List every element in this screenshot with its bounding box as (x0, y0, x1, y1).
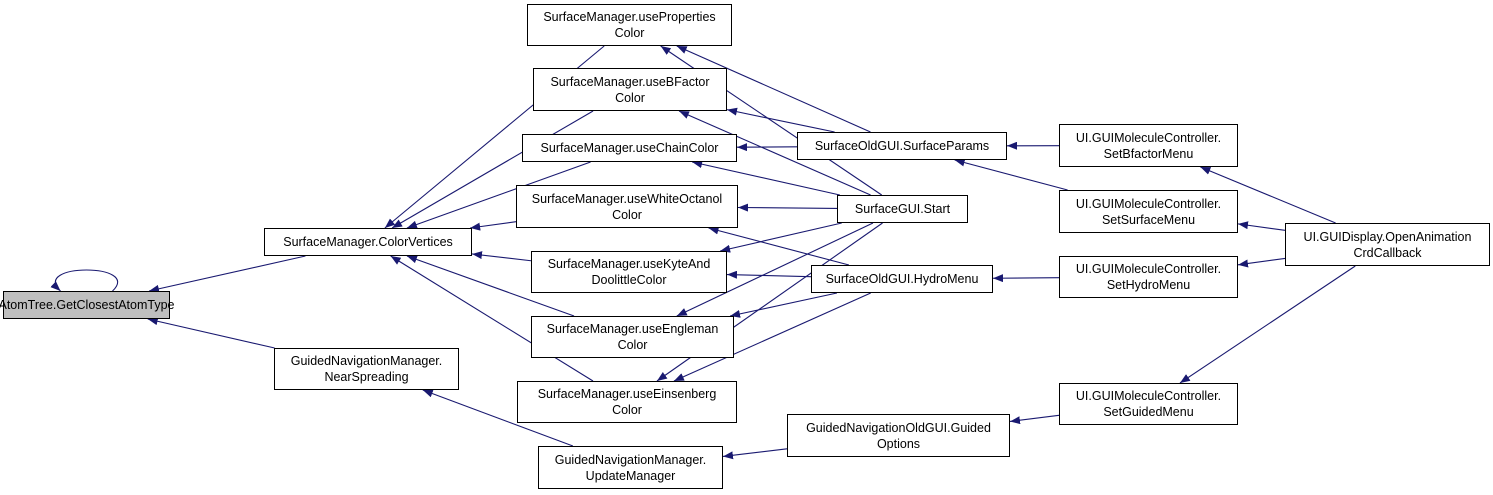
node-label: Options (876, 436, 921, 451)
node-surfacemanager-colorvertices[interactable]: SurfaceManager.ColorVertices (264, 228, 472, 256)
node-surfacemanager-usekyteanddoolittlecolor[interactable]: SurfaceManager.useKyteAnd DoolittleColor (531, 251, 727, 293)
node-label: SurfaceOldGUI.SurfaceParams (814, 139, 990, 153)
node-surfacemanager-usebfactorcolor[interactable]: SurfaceManager.useBFactor Color (533, 68, 727, 111)
node-label: CrdCallback (1353, 245, 1422, 260)
node-label: SurfaceManager.useKyteAnd (547, 257, 711, 271)
node-guimoleculecontroller-setbfactormenu[interactable]: UI.GUIMoleculeController. SetBfactorMenu (1059, 124, 1238, 167)
edge-hydromenu-to-usewhite (708, 226, 850, 266)
edge-openanim-to-sethydro (1237, 257, 1286, 268)
node-surfacegui-start[interactable]: SurfaceGUI.Start (837, 195, 968, 223)
edge-usewhite-to-colorvertices (470, 221, 517, 231)
edge-openanim-to-setsurface (1237, 221, 1286, 231)
edge-usechain-to-colorvertices (406, 161, 591, 229)
node-guimoleculecontroller-setsurfacemenu[interactable]: UI.GUIMoleculeController. SetSurfaceMenu (1059, 190, 1238, 233)
node-surfacemanager-useeinsenbergcolor[interactable]: SurfaceManager.useEinsenberg Color (517, 381, 737, 423)
node-label: SetHydroMenu (1106, 278, 1191, 292)
node-label: Color (612, 207, 642, 222)
node-surfacemanager-useenglemancolor[interactable]: SurfaceManager.useEngleman Color (531, 316, 734, 358)
node-guimoleculecontroller-sethydromenu[interactable]: UI.GUIMoleculeController. SetHydroMenu (1059, 256, 1238, 298)
node-label: Color (617, 338, 648, 352)
edge-useengleman-to-colorvertices (406, 255, 575, 317)
node-label: UI.GUIMoleculeController. (1075, 262, 1222, 276)
edge-hydromenu-to-useeisenberg (673, 292, 871, 382)
node-label: GuidedNavigationManager. (290, 354, 443, 368)
node-label: SurfaceManager.ColorVertices (283, 235, 453, 249)
edge-sethydro-to-hydromenu (992, 274, 1060, 283)
edge-usebfactor-to-colorvertices (391, 110, 594, 229)
node-guidednavigationmanager-updatemanager[interactable]: GuidedNavigationManager. UpdateManager (538, 446, 723, 489)
node-guidednavigationmanager-nearspreading[interactable]: GuidedNavigationManager. NearSpreading (274, 348, 459, 390)
node-label: AtomTree.GetClosestAtomType (0, 298, 175, 312)
edge-surfaceparams-to-useprops (676, 45, 871, 133)
node-surfacemanager-usepropertiescolor[interactable]: SurfaceManager.useProperties Color (527, 4, 732, 46)
node-surfaceoldgui-surfaceparams[interactable]: SurfaceOldGUI.SurfaceParams (797, 132, 1007, 160)
node-label: SetSurfaceMenu (1101, 212, 1196, 227)
node-label: GuidedNavigationManager. (554, 452, 707, 467)
edge-surfacestart-to-usebfactor (678, 110, 871, 196)
node-label: SurfaceManager.useEinsenberg (537, 387, 717, 401)
node-guidisplay-openanimationcrdcallback[interactable]: UI.GUIDisplay.OpenAnimation CrdCallback (1285, 223, 1490, 266)
edge-usekyte-to-colorvertices (471, 251, 532, 262)
edge-surfacestart-to-useengleman (676, 222, 874, 317)
edge-setguided-to-guidedoptions (1009, 414, 1060, 425)
node-label: SurfaceManager.useProperties (543, 10, 716, 24)
edge-openanim-to-setbfactor (1200, 166, 1336, 224)
edge-updatemanager-to-nearspreading (422, 389, 574, 447)
node-guidednavigationoldgui-guidedoptions[interactable]: GuidedNavigationOldGUI.Guided Options (787, 414, 1010, 457)
node-label: SurfaceManager.useWhiteOctanol (531, 191, 723, 206)
node-label: UI.GUIMoleculeController. (1075, 130, 1222, 145)
edge-surfaceparams-to-usebfactor (726, 107, 835, 133)
edge-surfacestart-to-usewhite (737, 203, 838, 212)
node-label: DoolittleColor (591, 273, 667, 287)
edge-atomtree-to-atomtree (50, 269, 119, 292)
edge-colorvertices-to-atomtree (148, 255, 306, 293)
node-label: Color (615, 90, 645, 105)
node-guimoleculecontroller-setguidedmenu[interactable]: UI.GUIMoleculeController. SetGuidedMenu (1059, 383, 1238, 425)
node-surfaceoldgui-hydromenu[interactable]: SurfaceOldGUI.HydroMenu (811, 265, 993, 293)
node-label: SurfaceOldGUI.HydroMenu (825, 272, 979, 286)
node-label: UpdateManager (585, 468, 676, 483)
node-label: Color (612, 403, 642, 417)
node-label: SurfaceGUI.Start (854, 202, 951, 216)
edge-surfacestart-to-usekyte (720, 222, 842, 253)
edge-hydromenu-to-useengleman (729, 292, 838, 318)
node-label: SurfaceManager.useBFactor (550, 74, 710, 89)
edge-nearspreading-to-atomtree (147, 317, 275, 349)
edge-setsurface-to-surfaceparams (954, 158, 1068, 191)
node-label: UI.GUIMoleculeController. (1075, 389, 1222, 403)
edge-openanim-to-setguided (1179, 265, 1356, 384)
node-surfacemanager-usechaincolor[interactable]: SurfaceManager.useChainColor (522, 134, 737, 162)
node-label: SurfaceManager.useChainColor (540, 141, 719, 155)
node-label: UI.GUIDisplay.OpenAnimation (1303, 229, 1472, 244)
node-label: SetBfactorMenu (1103, 146, 1194, 161)
edge-guidedoptions-to-updatemanager (722, 448, 788, 460)
node-label: UI.GUIMoleculeController. (1075, 196, 1222, 211)
edge-useeisenberg-to-colorvertices (390, 255, 594, 382)
edge-hydromenu-to-usekyte (726, 270, 812, 279)
node-atomtree-getclosestatomtype: AtomTree.GetClosestAtomType (0, 291, 175, 319)
node-label: SetGuidedMenu (1103, 405, 1194, 419)
edge-surfacestart-to-usechain (692, 160, 840, 196)
node-label: SurfaceManager.useEngleman (546, 322, 719, 336)
node-label: Color (614, 26, 645, 40)
node-label: GuidedNavigationOldGUI.Guided (806, 420, 991, 435)
node-label: NearSpreading (324, 370, 409, 384)
node-surfacemanager-usewhiteoctanolcolor[interactable]: SurfaceManager.useWhiteOctanol Color (516, 185, 738, 228)
